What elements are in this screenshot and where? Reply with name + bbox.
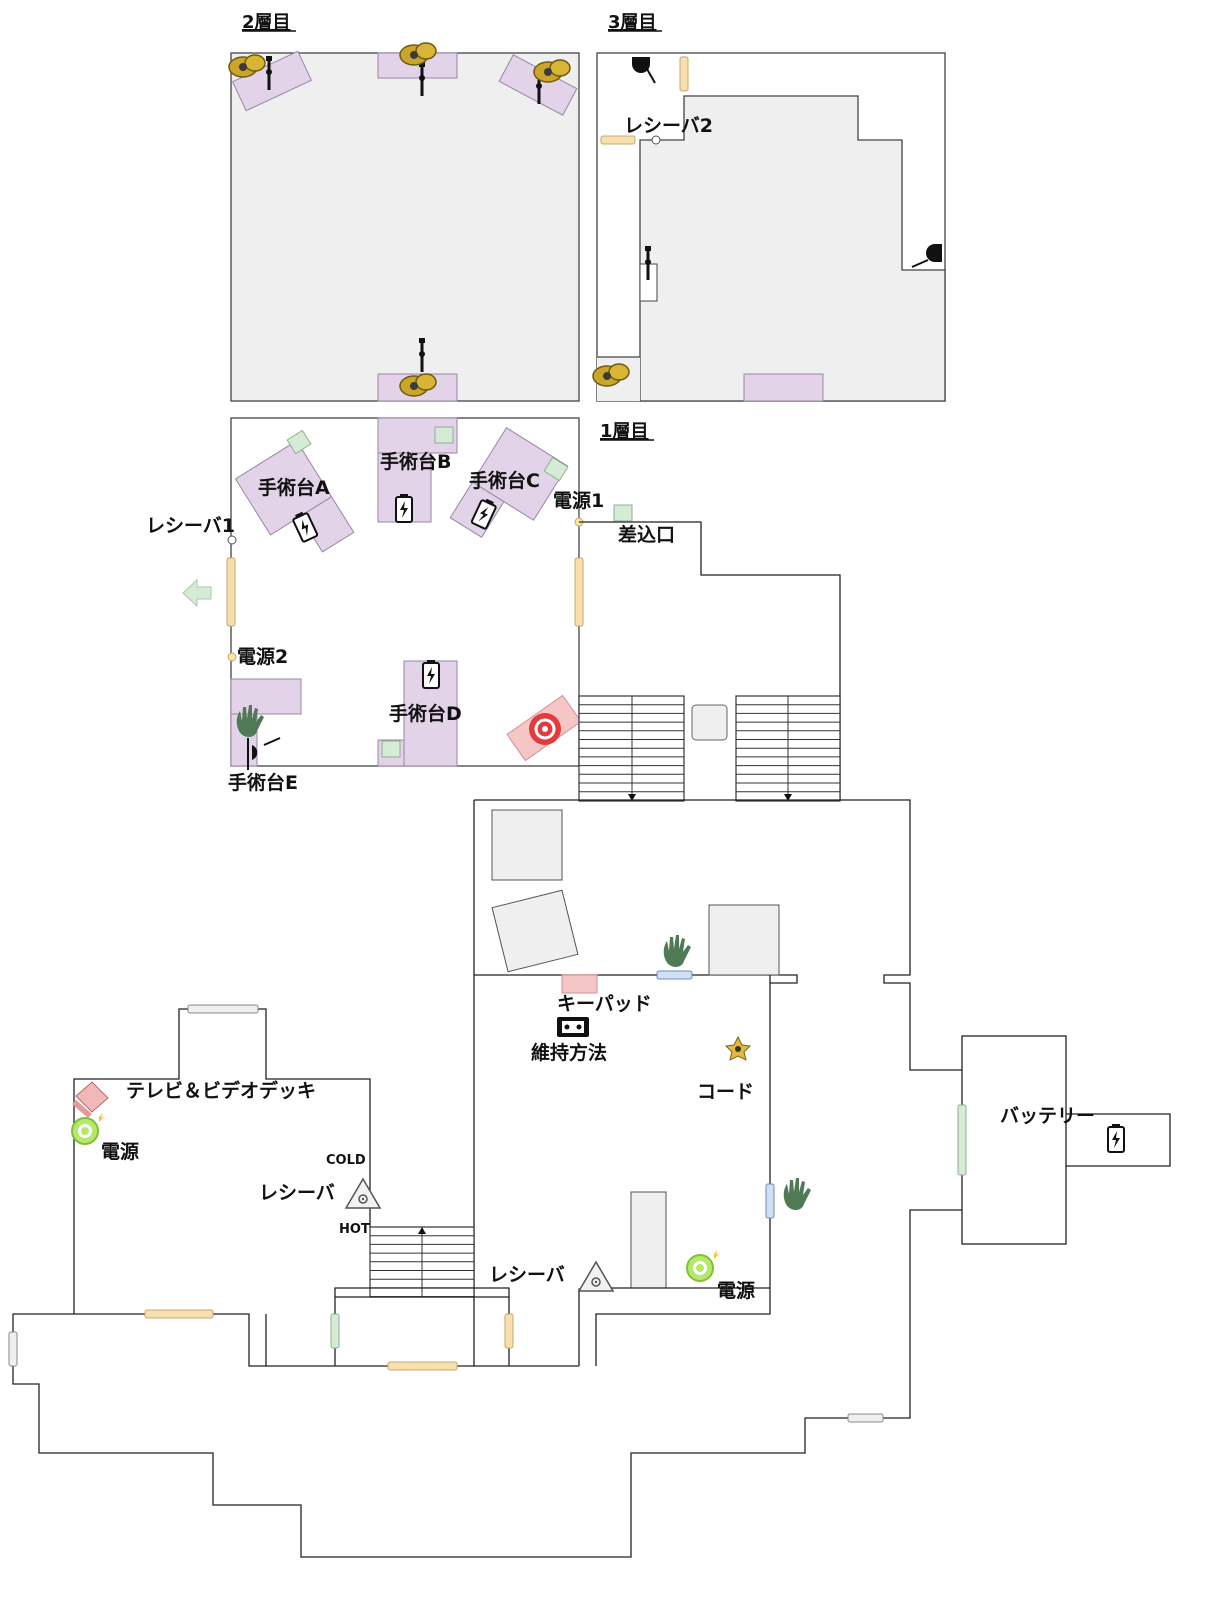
battery-icon[interactable] <box>395 493 413 523</box>
door[interactable] <box>187 1004 259 1014</box>
power-point[interactable] <box>227 652 237 662</box>
maintenance-label: 維持方法 <box>531 1041 607 1064</box>
door[interactable] <box>600 135 636 145</box>
power-label-left: 電源 <box>101 1140 139 1163</box>
door[interactable] <box>679 56 689 92</box>
socket-label: 差込口 <box>618 523 675 546</box>
door[interactable] <box>765 1183 775 1219</box>
cold-label: COLD <box>326 1153 366 1168</box>
receiver-label-mid: レシーバ <box>489 1264 565 1286</box>
hot-label: HOT <box>339 1222 370 1237</box>
battery-icon[interactable] <box>1107 1123 1125 1153</box>
door[interactable] <box>330 1313 340 1349</box>
receiver-label-left: レシーバ <box>259 1182 335 1204</box>
door[interactable] <box>847 1413 884 1423</box>
table-b-label: 手術台B <box>380 450 451 473</box>
floor-1-label: 1層目 <box>600 421 649 442</box>
door[interactable] <box>387 1361 458 1371</box>
power-icon[interactable] <box>71 1112 106 1145</box>
socket[interactable] <box>613 504 633 522</box>
table-e-label: 手術台E <box>228 771 298 794</box>
receiver-icon[interactable] <box>345 1178 381 1209</box>
speaker-icon <box>926 244 942 262</box>
receiver-1-label: レシーバ1 <box>146 515 235 537</box>
door[interactable] <box>957 1104 967 1176</box>
battery-icon[interactable] <box>422 659 440 689</box>
speaker-icon <box>252 745 258 760</box>
annex: 差込口 <box>578 504 841 802</box>
door[interactable] <box>504 1313 514 1349</box>
table-a-label: 手術台A <box>258 476 330 499</box>
ground-floor: キーパッド 維持方法 コード バッテリー テレビ＆ビデオデッキ 電源 電源 レシ… <box>8 799 1171 1558</box>
table-d-label: 手術台D <box>389 702 462 725</box>
table-c-label: 手術台C <box>469 469 540 492</box>
door[interactable] <box>226 557 236 627</box>
receiver-icon[interactable] <box>578 1261 614 1292</box>
stairs-icon[interactable] <box>578 695 685 802</box>
battery-label: バッテリー <box>1000 1105 1095 1127</box>
stairs-icon[interactable] <box>369 1226 475 1298</box>
floor-2-room <box>228 42 580 402</box>
code-label: コード <box>697 1081 754 1103</box>
door[interactable] <box>574 557 584 627</box>
vhs-icon[interactable] <box>557 1017 589 1037</box>
power-1-label: 電源1 <box>553 489 604 512</box>
keypad-label: キーパッド <box>557 993 652 1015</box>
floor-2-label: 2層目 <box>242 12 291 33</box>
floor-3-label: 3層目 <box>608 12 657 33</box>
keypad[interactable] <box>561 974 598 994</box>
power-2-label: 電源2 <box>237 645 288 668</box>
speaker-icon <box>632 57 650 73</box>
floor-3-room: レシーバ2 <box>592 52 946 402</box>
door[interactable] <box>144 1309 214 1319</box>
receiver-point[interactable] <box>651 135 661 145</box>
hand-icon <box>783 1178 811 1210</box>
stairs-icon[interactable] <box>735 695 841 802</box>
door[interactable] <box>8 1331 18 1367</box>
arrow-left-icon[interactable] <box>182 578 212 608</box>
laptop-icon[interactable] <box>72 1081 109 1118</box>
receiver-2-label: レシーバ2 <box>624 115 713 137</box>
hand-icon <box>663 935 691 967</box>
door[interactable] <box>656 970 693 980</box>
power-icon[interactable] <box>686 1249 721 1282</box>
tv-label: テレビ＆ビデオデッキ <box>126 1079 316 1102</box>
power-label-right: 電源 <box>717 1279 755 1302</box>
floor-1-room: 手術台A 手術台B 手術台C 手術台D 手術台E レシーバ1 電源2 電源1 <box>146 417 604 794</box>
receiver-point[interactable] <box>227 535 237 545</box>
